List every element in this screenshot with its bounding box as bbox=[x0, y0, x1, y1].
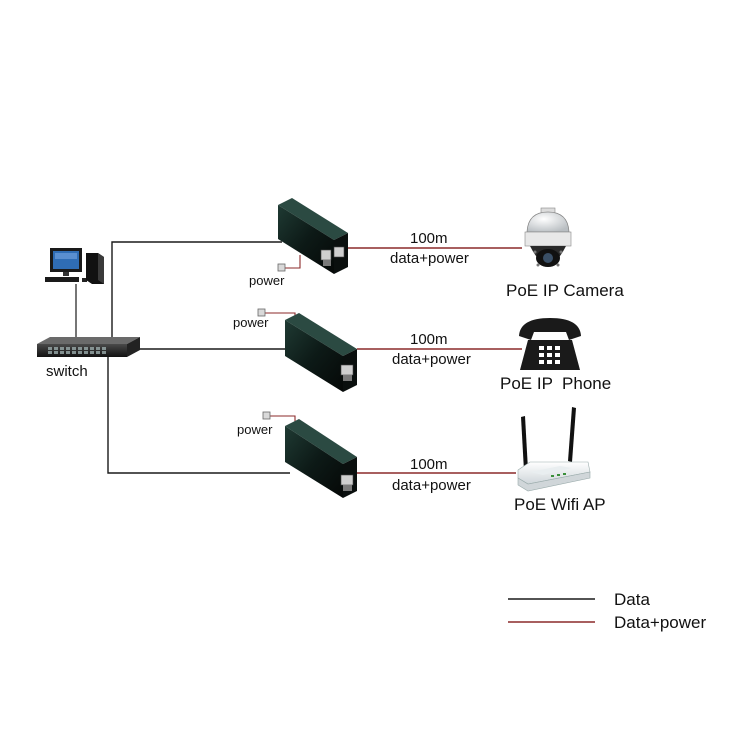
data-power-lines bbox=[345, 247, 522, 474]
cable-length-label: 100m bbox=[410, 230, 448, 247]
power-label: power bbox=[233, 315, 269, 330]
legend-data-label: Data bbox=[614, 590, 650, 609]
cable-type-label: data+power bbox=[392, 477, 471, 494]
legend-data-power-label: Data+power bbox=[614, 613, 707, 632]
device-label: PoE Wifi AP bbox=[514, 495, 606, 514]
cable-length-label: 100m bbox=[410, 331, 448, 348]
cable-type-label: data+power bbox=[390, 250, 469, 267]
poe-injector-icon bbox=[285, 419, 357, 498]
device-label: PoE IP Phone bbox=[500, 374, 612, 393]
wifi-ap-icon bbox=[517, 407, 591, 492]
cable-length-label: 100m bbox=[410, 456, 448, 473]
power-cord-1 bbox=[283, 255, 301, 269]
power-label: power bbox=[237, 422, 273, 437]
data-lines bbox=[107, 241, 290, 474]
device-label: PoE IP Camera bbox=[506, 281, 624, 300]
poe-injector-icon bbox=[278, 198, 348, 274]
cable-type-label: data+power bbox=[392, 351, 471, 368]
poe-injector-icon bbox=[285, 313, 357, 392]
data-line-3 bbox=[107, 357, 290, 474]
switch-icon bbox=[37, 337, 140, 357]
data-line-1 bbox=[111, 241, 282, 338]
switch-label: switch bbox=[46, 363, 88, 380]
power-plug-icon bbox=[257, 263, 286, 420]
ip-camera-icon bbox=[524, 207, 572, 267]
computer-icon bbox=[45, 248, 104, 340]
ip-phone-icon bbox=[519, 318, 581, 370]
power-label: power bbox=[249, 273, 285, 288]
